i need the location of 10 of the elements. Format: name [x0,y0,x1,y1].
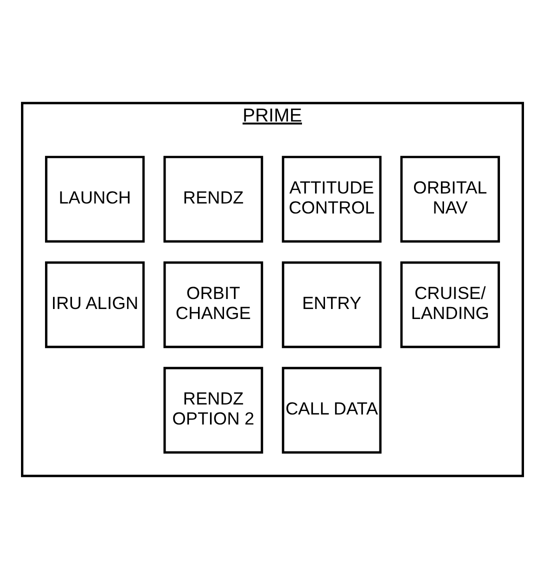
node-box: RENDZ [163,155,264,242]
node-box: RENDZ OPTION 2 [163,366,264,454]
node-box: CRUISE/ LANDING [400,260,500,348]
node-box: CALL DATA [282,366,382,454]
node-box: IRU ALIGN [45,260,145,348]
node-box: LAUNCH [45,155,145,242]
node-box: ORBITAL NAV [400,155,500,242]
node-box: ATTITUDE CONTROL [282,155,382,242]
node-box: ORBIT CHANGE [163,260,264,348]
node-box: ENTRY [282,260,382,348]
